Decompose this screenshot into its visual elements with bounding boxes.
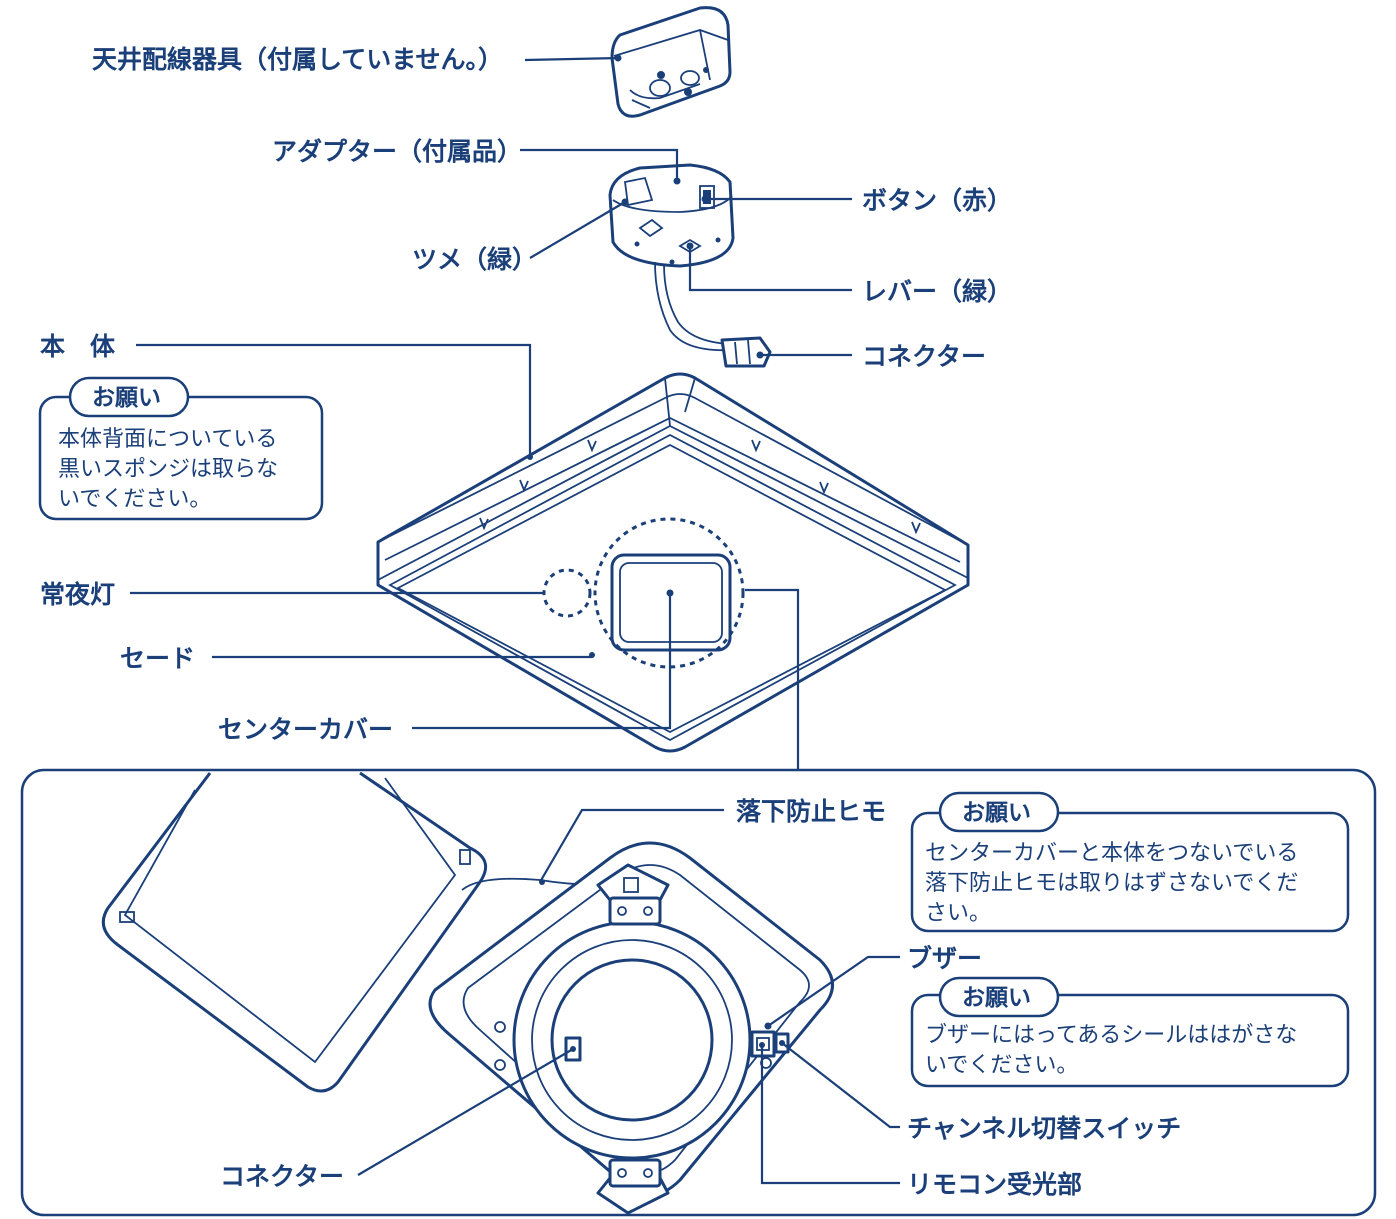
note-sponge: お願い 本体背面についている 黒いスポンジは取らな いでください。 [38,376,324,521]
main-body-illustration [376,372,970,753]
label-night-light: 常夜灯 [40,580,115,609]
label-connector-top: コネクター [862,342,986,371]
label-remote-receiver: リモコン受光部 [907,1170,1082,1199]
leader-lines [130,54,900,1185]
detail-panel-frame [20,768,1377,1217]
note-sponge-line-3: いでください。 [58,487,211,512]
adapter-illustration [608,163,772,368]
label-button-red: ボタン（赤） [862,186,1012,215]
note-string-line-1: センターカバーと本体をつないでいる [925,841,1298,866]
note-buzzer-seal-line-2: いでください。 [925,1053,1078,1078]
note-buzzer-seal-title: お願い [962,985,1031,1011]
part-labels: 天井配線器具（付属していません。） アダプター（付属品） ボタン（赤） ツメ（緑… [40,45,1181,1199]
note-sponge-line-1: 本体背面についている [58,427,277,452]
label-buzzer: ブザー [907,944,982,973]
note-buzzer-seal-line-1: ブザーにはってあるシールははがさな [925,1023,1297,1048]
label-fall-prevention-string: 落下防止ヒモ [736,797,886,826]
label-connector-bottom: コネクター [220,1162,344,1191]
label-adapter: アダプター（付属品） [272,137,522,166]
ceiling-fixture-illustration [610,6,732,118]
label-main-body: 本 体 [40,332,116,361]
detail-center-cover-illustration [101,771,834,1215]
note-string-title: お願い [962,800,1031,826]
note-string-line-3: さい。 [925,901,991,926]
label-claw-green: ツメ（緑） [412,245,537,274]
label-ceiling-fixture: 天井配線器具（付属していません。） [92,45,503,74]
note-sponge-line-2: 黒いスポンジは取らな [58,457,278,482]
label-shade: セード [120,644,195,673]
note-sponge-title: お願い [92,385,161,411]
note-string: お願い センターカバーと本体をつないでいる 落下防止ヒモは取りはずさないでくだ … [910,791,1350,933]
label-center-cover: センターカバー [218,715,393,744]
note-buzzer-seal: お願い ブザーにはってあるシールははがさな いでください。 [910,976,1350,1088]
note-string-line-2: 落下防止ヒモは取りはずさないでくだ [925,871,1298,896]
label-channel-switch: チャンネル切替スイッチ [907,1114,1181,1143]
label-lever-green: レバー（緑） [862,277,1012,306]
